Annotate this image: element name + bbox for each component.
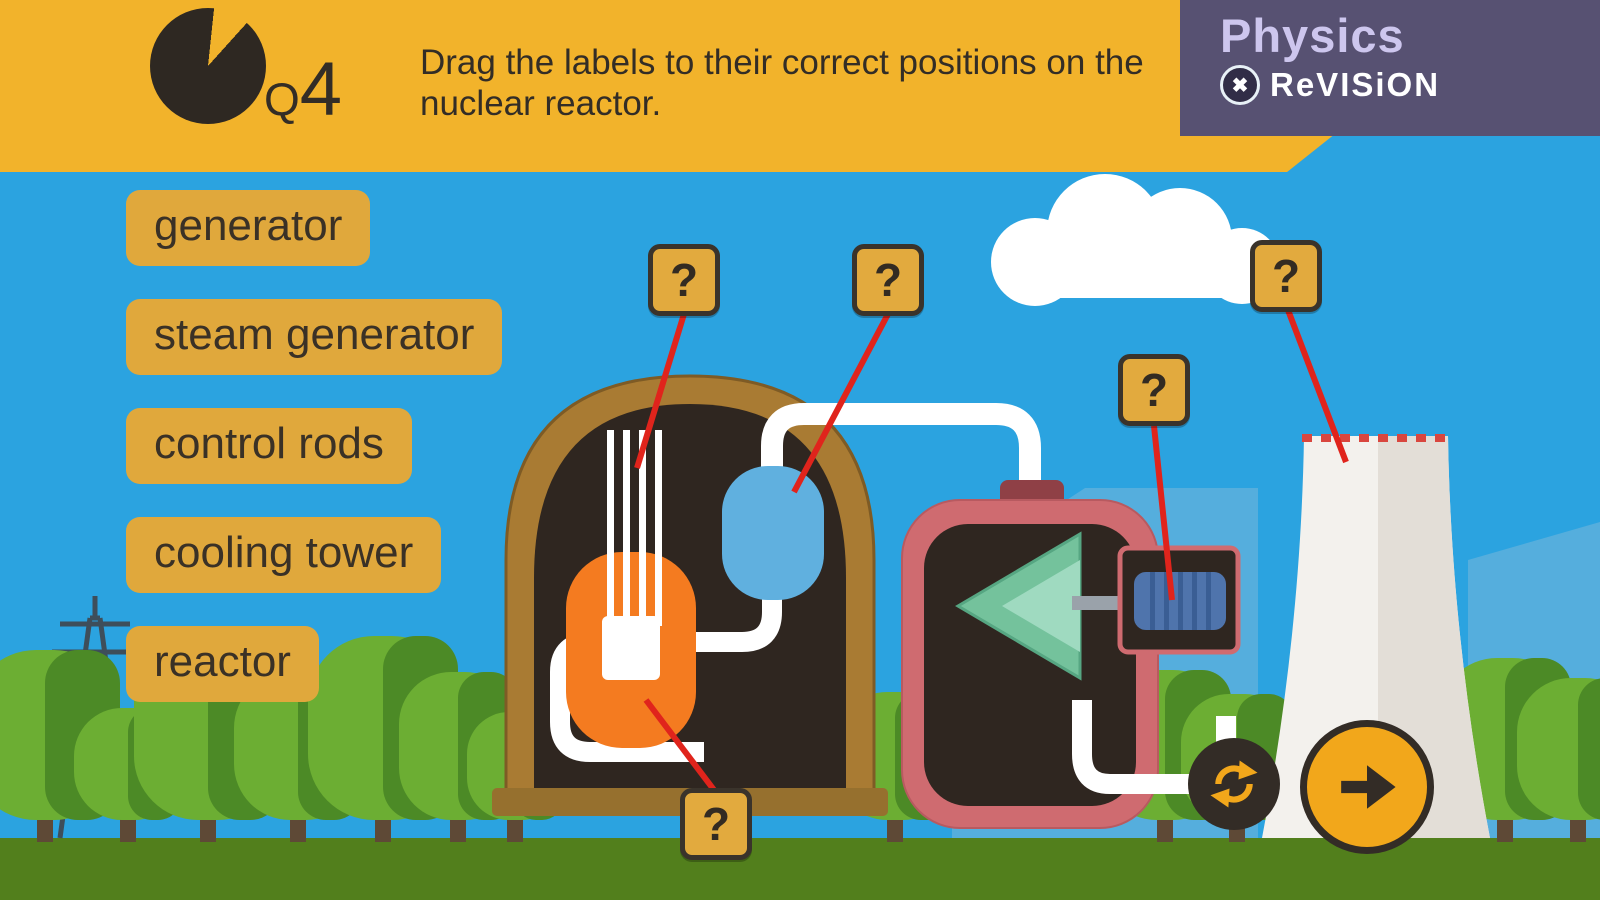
brand-x-icon: ✖ xyxy=(1220,65,1260,105)
brand-panel: Physics ✖ ReVISiON xyxy=(1180,0,1600,136)
drop-tile-control-rods[interactable]: ? xyxy=(648,244,720,316)
question-digit: 4 xyxy=(299,47,343,132)
label-chip-control-rods[interactable]: control rods xyxy=(126,408,412,484)
label-chip-generator[interactable]: generator xyxy=(126,190,371,266)
steam-pipe xyxy=(761,403,1041,520)
drop-tile-generator[interactable]: ? xyxy=(1118,354,1190,426)
reactor-vessel xyxy=(566,552,696,748)
question-prefix: Q xyxy=(264,73,300,125)
brand-logo-row: ✖ ReVISiON xyxy=(1220,65,1600,105)
brand-title: Physics xyxy=(1220,9,1405,62)
instruction-text: Drag the labels to their correct positio… xyxy=(420,43,1144,124)
label-chip-cooling-tower[interactable]: cooling tower xyxy=(126,517,442,593)
brand-name: ReVISiON xyxy=(1270,66,1441,103)
drop-tile-reactor[interactable]: ? xyxy=(680,788,752,860)
connector-lines xyxy=(634,308,1349,792)
steam-generator xyxy=(722,466,824,600)
drop-tile-cooling-tower[interactable]: ? xyxy=(1250,240,1322,312)
next-button[interactable] xyxy=(1300,720,1434,854)
label-chip-steam-generator[interactable]: steam generator xyxy=(126,299,503,375)
generator-box xyxy=(1117,545,1241,655)
drop-tile-steam-generator[interactable]: ? xyxy=(852,244,924,316)
grass xyxy=(0,838,1600,900)
refresh-icon xyxy=(1210,760,1258,808)
tree xyxy=(1517,678,1600,842)
cloud xyxy=(991,174,1280,306)
label-chip-reactor[interactable]: reactor xyxy=(126,626,319,702)
control-rods xyxy=(607,430,662,626)
arrow-right-icon xyxy=(1341,765,1396,809)
timer-pie-icon xyxy=(150,8,266,124)
refresh-button[interactable] xyxy=(1188,738,1280,830)
question-number: Q4 xyxy=(264,52,342,128)
